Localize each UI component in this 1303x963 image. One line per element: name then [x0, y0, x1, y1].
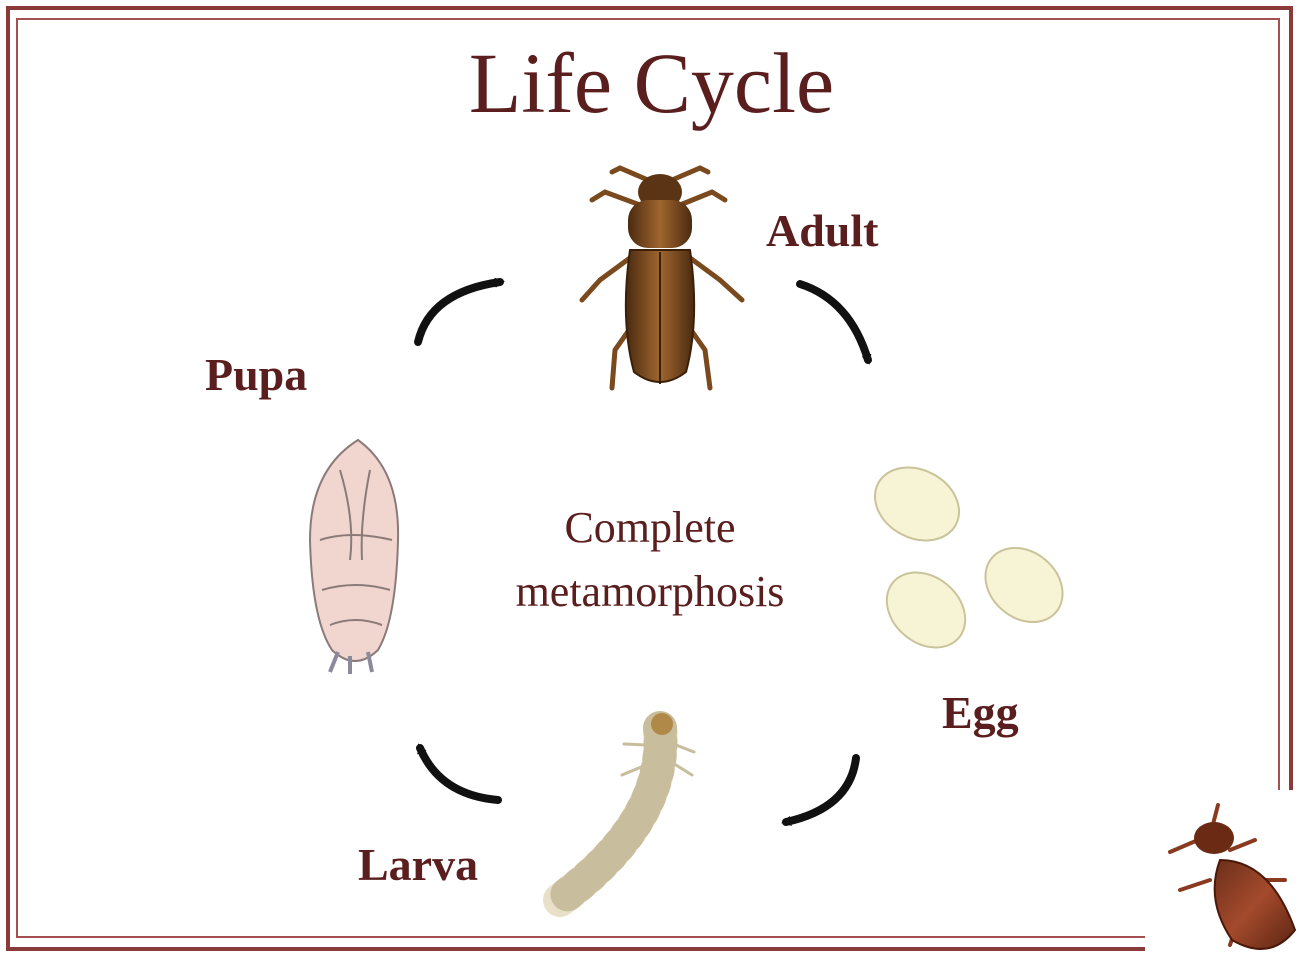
- egg-images: [862, 453, 1077, 663]
- arrow-larva-to-pupa: [420, 748, 498, 800]
- corner-image-box: [1145, 790, 1303, 963]
- stage-label-adult: Adult: [766, 208, 878, 254]
- arrow-adult-to-egg: [800, 284, 868, 360]
- larva-image: [560, 713, 694, 900]
- center-caption: Complete metamorphosis: [460, 496, 840, 624]
- center-caption-line2: metamorphosis: [460, 560, 840, 624]
- stage-label-larva: Larva: [358, 842, 478, 888]
- pupa-image: [310, 440, 398, 674]
- adult-beetle-image: [582, 168, 742, 388]
- stage-label-egg: Egg: [942, 690, 1019, 736]
- arrow-pupa-to-adult: [418, 282, 500, 342]
- stage-label-pupa: Pupa: [205, 352, 307, 398]
- arrow-egg-to-larva: [786, 758, 856, 822]
- center-caption-line1: Complete: [460, 496, 840, 560]
